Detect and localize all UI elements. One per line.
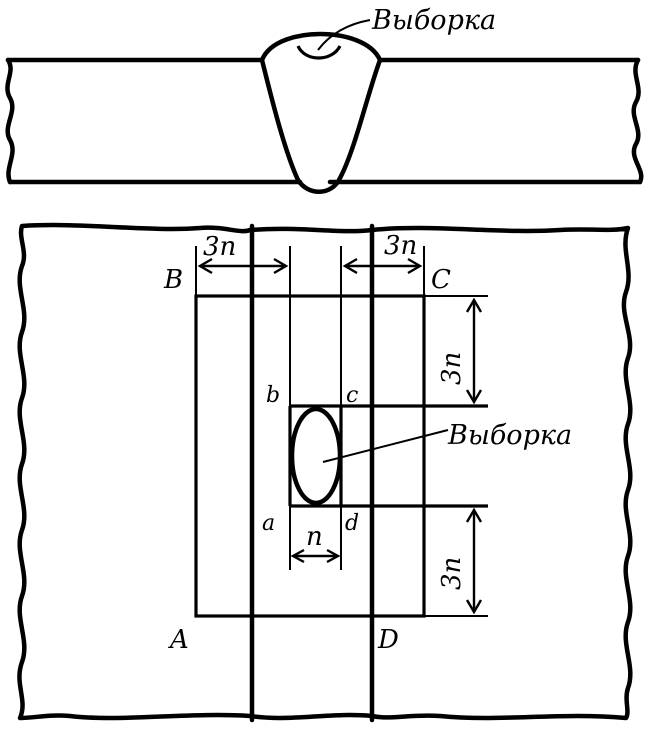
dim-top-right: 3n [342,231,423,275]
plate-left-break [5,57,15,185]
corner-A: A [168,625,189,655]
dim-right-upper-label: 3n [437,352,467,385]
sample-recess [296,45,342,60]
sample-leader-top [317,19,371,51]
dim-top-left-label: 3n [203,232,236,262]
plate-right-break [631,57,644,185]
outer-zone-ABCD [194,294,426,618]
corner-B: B [163,265,183,295]
weld-cross-section: Выборка [5,5,644,194]
weld-bead [259,31,383,194]
sample-label-plan: Выборка [447,420,572,451]
plate-outline [17,222,633,721]
sample-excavation [289,406,343,506]
dim-right-lower-label: 3n [437,557,467,590]
corner-c: c [346,383,358,408]
corner-C: C [431,265,451,295]
dim-inner-width-label: n [306,522,323,552]
dim-inner-width: n [290,522,341,564]
corner-D: D [377,625,399,655]
corner-b: b [266,383,280,408]
dim-top-right-label: 3n [384,231,417,261]
corner-a: a [262,511,275,536]
plan-view: Выборка 3n 3n 3n 3n [17,222,633,723]
sample-leader-plan [322,429,449,463]
corner-d: d [345,511,359,536]
dim-right-lower: 3n [437,507,483,615]
dim-right-upper: 3n [437,297,483,405]
dim-top-left: 3n [197,232,289,275]
sample-label-top: Выборка [371,5,496,36]
